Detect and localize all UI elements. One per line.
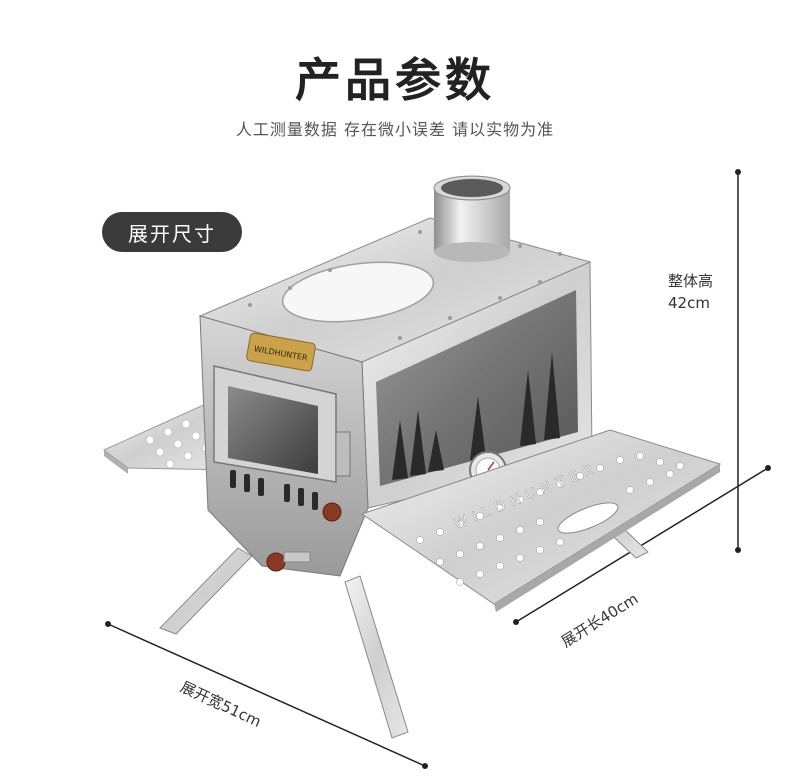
section-badge: 展开尺寸 (102, 212, 242, 252)
height-dimension-line (735, 169, 741, 553)
stove-side-panel (361, 261, 593, 509)
width-dimension-line (105, 621, 428, 769)
page-subtitle: 人工测量数据 存在微小误差 请以实物为准 (235, 120, 555, 139)
front-shelf: WILDHUNTER (360, 429, 722, 612)
height-dimension-label: 整体高 42cm (668, 270, 713, 314)
height-label: 整体高 (668, 272, 714, 290)
chimney-pipe (433, 175, 511, 262)
length-dimension-line (513, 465, 771, 625)
page-title: 产品参数 (295, 53, 495, 107)
left-shelf (103, 401, 233, 474)
stove-front: WILDHUNTER (199, 315, 369, 577)
height-value: 42cm (668, 294, 710, 312)
